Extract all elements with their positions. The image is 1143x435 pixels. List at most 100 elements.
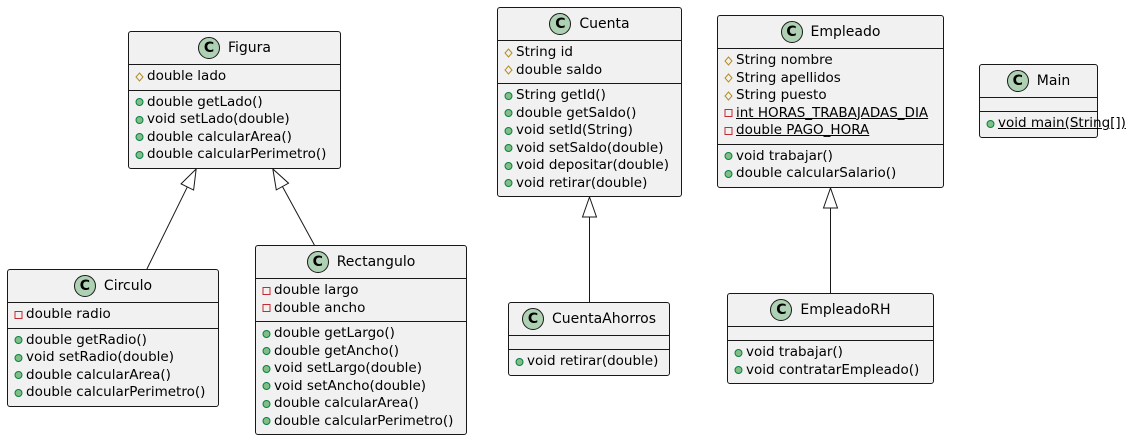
public-visibility-icon: [14, 332, 26, 349]
private-visibility-icon: [724, 122, 736, 139]
public-visibility-icon: [504, 87, 516, 104]
member-text: void setLado(double): [147, 111, 290, 127]
member-text: int HORAS_TRABAJADAS_DIA: [736, 104, 929, 121]
public-visibility-icon: [262, 413, 274, 430]
method: void main(String[]): [986, 115, 1126, 133]
method: void contratarEmpleado(): [734, 362, 927, 380]
method: void setLado(double): [135, 111, 334, 129]
protected-visibility-icon: [724, 87, 736, 104]
method: double getAncho(): [262, 343, 460, 361]
class-icon: C: [521, 308, 544, 330]
member-text: double calcularPerimetro(): [147, 146, 327, 162]
class-name: Main: [1036, 73, 1071, 89]
method: String getId(): [504, 87, 675, 105]
member-text: void setRadio(double): [26, 349, 174, 365]
inheritance-arrow: [822, 186, 839, 293]
field: String id: [504, 44, 675, 62]
fields-section: [509, 335, 669, 349]
methods-section: double getLado()void setLado(double) doub…: [129, 89, 340, 168]
methods-section: double getLargo()double getAncho() void s…: [256, 321, 466, 434]
public-visibility-icon: [14, 349, 26, 366]
public-visibility-icon: [262, 325, 274, 342]
method: double calcularArea(): [262, 395, 460, 413]
method: void depositar(double): [504, 157, 675, 175]
public-visibility-icon: [504, 175, 516, 192]
class-icon: C: [770, 299, 793, 321]
method: void setId(String): [504, 122, 675, 140]
private-visibility-icon: [14, 306, 26, 323]
field: double saldo: [504, 62, 675, 80]
class-header: C CuentaAhorros: [509, 303, 669, 335]
member-text: void setSaldo(double): [516, 139, 664, 156]
protected-visibility-icon: [504, 44, 516, 61]
private-visibility-icon: [262, 282, 274, 299]
member-text: double saldo: [516, 61, 603, 78]
member-text: double getLargo(): [274, 325, 395, 341]
protected-visibility-icon: [135, 68, 147, 85]
member-text: double PAGO_HORA: [736, 122, 870, 138]
class-header: C EmpleadoRH: [728, 294, 933, 326]
member-text: double getAncho(): [274, 342, 400, 359]
private-visibility-icon: [262, 300, 274, 317]
method: double calcularPerimetro(): [135, 146, 334, 164]
class-icon: C: [549, 13, 572, 35]
inheritance-arrow: [146, 167, 197, 270]
member-text: void depositar(double): [516, 157, 670, 173]
public-visibility-icon: [515, 353, 527, 370]
public-visibility-icon: [262, 395, 274, 412]
public-visibility-icon: [986, 115, 998, 132]
method: double calcularArea(): [135, 129, 334, 147]
method: void trabajar(): [734, 344, 927, 362]
member-text: double calcularPerimetro(): [274, 412, 454, 429]
field: double lado: [135, 68, 334, 86]
inheritance-arrow: [272, 167, 315, 246]
class-name: CuentaAhorros: [551, 311, 657, 327]
field: double largo: [262, 282, 460, 300]
public-visibility-icon: [135, 94, 147, 111]
class-name: Cuenta: [579, 16, 630, 32]
member-text: double radio: [26, 306, 111, 322]
method: void setAncho(double): [262, 378, 460, 396]
public-visibility-icon: [504, 157, 516, 174]
method: double calcularArea(): [14, 367, 212, 385]
method: void retirar(double): [504, 175, 675, 193]
member-text: double getRadio(): [26, 331, 147, 348]
field: String nombre: [724, 52, 937, 70]
method: double calcularPerimetro(): [262, 413, 460, 431]
public-visibility-icon: [724, 148, 736, 165]
member-text: void main(String[]): [998, 115, 1126, 131]
method: void trabajar(): [724, 148, 937, 166]
public-visibility-icon: [14, 367, 26, 384]
member-text: void setId(String): [516, 122, 633, 138]
member-text: void retirar(double): [527, 353, 659, 369]
member-text: double calcularPerimetro(): [26, 384, 206, 400]
class-name: Figura: [227, 40, 272, 56]
class-name: EmpleadoRH: [800, 302, 891, 318]
method: double getLado(): [135, 94, 334, 112]
class-cuentaahorros[interactable]: C CuentaAhorros void retirar(double): [508, 302, 670, 376]
member-text: void setAncho(double): [274, 377, 427, 394]
methods-section: void trabajar()void contratarEmpleado(): [728, 340, 933, 383]
methods-section: void trabajar()double calcularSalario(): [718, 143, 943, 187]
class-name: Empleado: [810, 24, 881, 40]
class-icon: C: [197, 37, 220, 59]
class-empleadorh[interactable]: C EmpleadoRH void trabajar()void contratar…: [727, 293, 934, 384]
member-text: double lado: [147, 68, 227, 84]
fields-section: double radio: [8, 302, 218, 328]
member-text: void contratarEmpleado(): [746, 361, 920, 378]
public-visibility-icon: [14, 384, 26, 401]
